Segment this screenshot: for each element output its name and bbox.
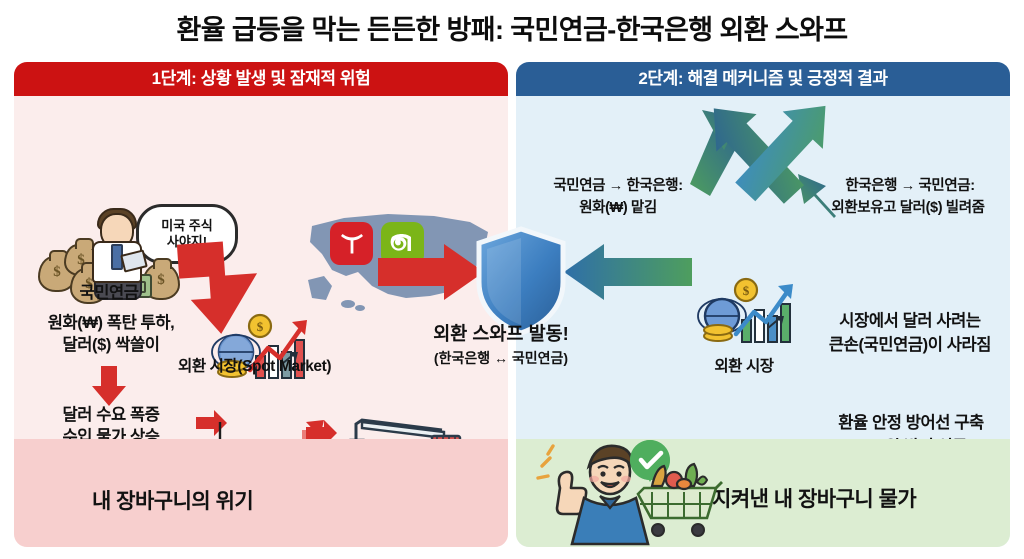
stage1-panel: 1단계: 상황 발생 및 잠재적 위험 미국 주식 사야지! (14, 62, 508, 547)
swap-left-line2: 원화(₩) 맡김 (579, 200, 657, 216)
result-line1: 환율 안정 방어선 구축 (838, 414, 984, 432)
nvidia-logo-icon (381, 222, 424, 265)
stage2-panel: 2단계: 해결 메커니즘 및 긍정적 결과 (516, 62, 1010, 547)
effect-line2: 큰손(국민연금)이 사라짐 (828, 336, 992, 354)
stage1-header: 1단계: 상황 발생 및 잠재적 위험 (14, 62, 508, 96)
happy-shopper-icon (536, 440, 723, 546)
page-title: 환율 급등을 막는 든든한 방패: 국민연금-한국은행 외환 스와프 (176, 15, 848, 45)
svg-text:$: $ (257, 319, 264, 334)
stage2-header: 2단계: 해결 메커니즘 및 긍정적 결과 (516, 62, 1010, 96)
forex-market-icon: $ (697, 277, 793, 343)
swap-subtitle: (한국은행 ↔ 국민연금) (433, 350, 569, 366)
shield-icon (476, 226, 566, 336)
pension-fund-label: 국민연금 (79, 284, 139, 302)
swap-right-line1: 한국은행 → 국민연금: (845, 178, 975, 194)
forex-market-icon: $ (211, 313, 307, 379)
spot-market-label: 외환 시장(Spot Market) (178, 358, 332, 375)
swap-left-line1: 국민연금 → 한국은행: (553, 178, 683, 194)
swap-arrows-overlay (713, 105, 826, 204)
action-line1: 원화(₩) 폭탄 투하, (47, 314, 175, 332)
capital-outflow-arrow (176, 241, 258, 334)
swap-activation-label: 외환 스와프 발동! (한국은행 ↔ 국민연금) (396, 320, 606, 368)
effect-line1: 달러 수요 폭증 (62, 406, 160, 424)
stage1-outcome-text: 내 장바구니의 위기 (92, 490, 254, 513)
svg-text:$: $ (743, 283, 750, 298)
stage1-outcome-banner: 내 장바구니의 위기 ₩ (14, 439, 508, 547)
tesla-logo-icon (330, 222, 373, 265)
action-line2: 달러($) 싹쓸이 (62, 336, 160, 354)
swap-support-arrow (564, 244, 692, 300)
stage2-outcome-text: 지켜낸 내 장바구니 물가 (712, 488, 917, 511)
fx-market-label: 외환 시장 (714, 358, 774, 375)
pressure-inflow-arrow (378, 244, 484, 300)
speech-bubble-line1: 미국 주식 (161, 218, 213, 234)
swap-right-line2: 외환보유고 달러($) 빌려줌 (831, 200, 985, 216)
swap-title: 외환 스와프 발동! (433, 323, 569, 344)
downward-cause-arrow (92, 366, 126, 406)
effect-line1: 시장에서 달러 사려는 (839, 312, 981, 330)
